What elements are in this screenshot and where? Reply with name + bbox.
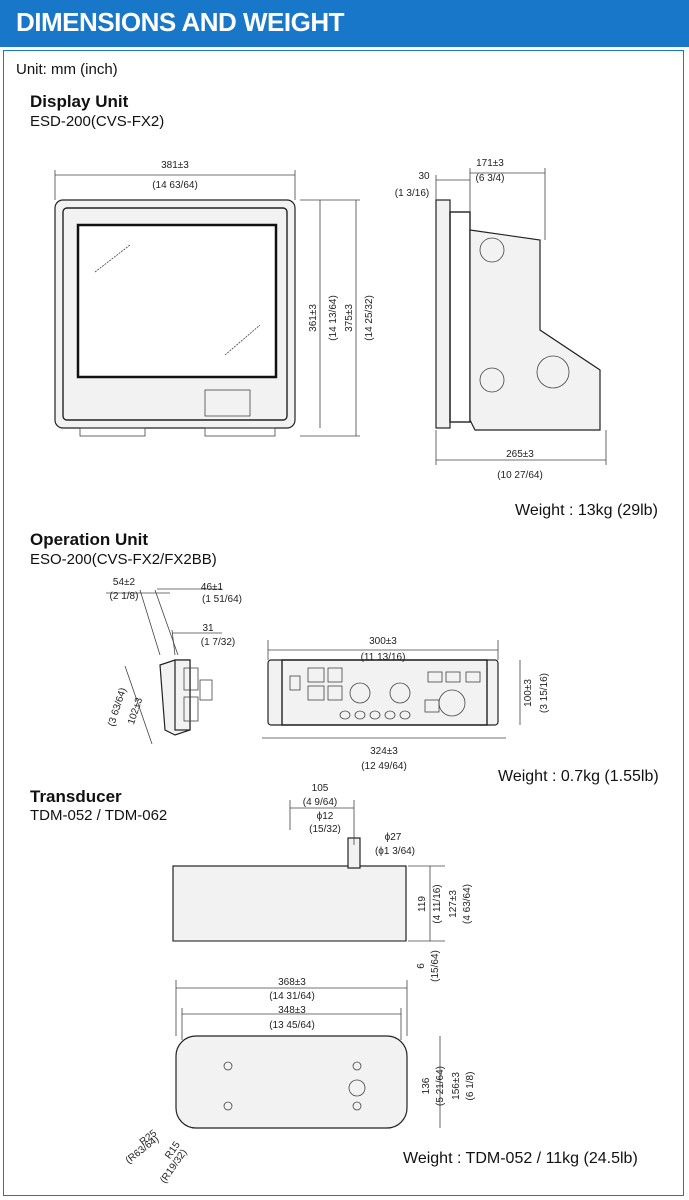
side-top-mm: 30 <box>418 171 430 182</box>
tr-c-in: (ϕ1 3/64) <box>375 846 415 857</box>
operation-unit-heading: Operation Unit <box>30 530 149 549</box>
disp-h2-mm: 375±3 <box>344 304 355 332</box>
side-top-in: (1 3/16) <box>395 188 429 199</box>
display-unit-weight: Weight : 13kg (29lb) <box>515 502 658 519</box>
unit-note: Unit: mm (inch) <box>16 61 118 78</box>
tr-h2-mm: 127±3 <box>448 890 459 918</box>
content-frame <box>3 50 684 1196</box>
tr-h1-mm: 119 <box>417 896 428 912</box>
op-b-in: (1 51/64) <box>202 594 242 605</box>
transducer-side-drawing <box>172 800 445 942</box>
display-unit-heading: Display Unit <box>30 92 129 111</box>
disp-h2-in: (14 25/32) <box>364 295 375 341</box>
side-bottom-mm: 265±3 <box>506 449 534 460</box>
tr-t-in: (15/64) <box>430 950 441 982</box>
op-h-mm: 100±3 <box>523 679 534 707</box>
tr-d1-in: (5 21/64) <box>435 1066 446 1106</box>
tr-w1-in: (14 31/64) <box>269 991 315 1002</box>
side-depth-in: (6 3/4) <box>476 173 505 184</box>
op-w2-in: (12 49/64) <box>361 761 407 772</box>
op-w2-mm: 324±3 <box>370 746 398 757</box>
operation-front-drawing <box>262 640 521 739</box>
disp-h1-in: (14 13/64) <box>328 295 339 341</box>
op-b-mm: 46±1 <box>201 582 224 593</box>
page-title: DIMENSIONS AND WEIGHT <box>16 7 344 37</box>
tr-c-mm: ϕ27 <box>385 832 402 843</box>
transducer-model: TDM-052 / TDM-062 <box>30 807 168 824</box>
tr-b-mm: ϕ12 <box>317 811 334 822</box>
transducer-weight: Weight : TDM-052 / 11kg (24.5lb) <box>403 1150 638 1167</box>
disp-h1-mm: 361±3 <box>308 304 319 332</box>
op-d-mm: 102±3 <box>126 696 145 726</box>
display-side-drawing <box>435 168 607 465</box>
display-front-drawing <box>54 170 360 437</box>
display-unit-model: ESD-200(CVS-FX2) <box>30 113 165 130</box>
operation-unit-weight: Weight : 0.7kg (1.55lb) <box>498 768 659 785</box>
tr-d2-in: (6 1/8) <box>465 1072 476 1101</box>
op-c-in: (1 7/32) <box>201 637 235 648</box>
tr-t-mm: 6 <box>416 963 427 969</box>
disp-width-in: (14 63/64) <box>152 180 198 191</box>
op-a-in: (2 1/8) <box>110 591 139 602</box>
tr-w1-mm: 368±3 <box>278 977 306 988</box>
op-w-in: (11 13/16) <box>361 652 406 663</box>
transducer-heading: Transducer <box>30 787 122 806</box>
op-a-mm: 54±2 <box>113 577 136 588</box>
tr-w2-mm: 348±3 <box>278 1005 306 1016</box>
op-h-in: (3 15/16) <box>539 673 550 713</box>
tr-b-in: (15/32) <box>309 824 341 835</box>
side-bottom-in: (10 27/64) <box>497 470 543 481</box>
disp-width-mm: 381±3 <box>161 160 189 171</box>
tr-w2-in: (13 45/64) <box>269 1020 315 1031</box>
transducer-bottom-drawing <box>175 980 441 1129</box>
tr-a-mm: 105 <box>312 783 329 794</box>
tr-d1-mm: 136 <box>421 1077 432 1094</box>
tr-a-in: (4 9/64) <box>303 797 337 808</box>
operation-side-drawing <box>106 588 222 745</box>
op-c-mm: 31 <box>202 623 214 634</box>
side-depth-mm: 171±3 <box>476 158 504 169</box>
header-banner: DIMENSIONS AND WEIGHT <box>0 0 689 47</box>
tr-d2-mm: 156±3 <box>451 1072 462 1100</box>
tr-h2-in: (4 63/64) <box>462 884 473 924</box>
operation-unit-model: ESO-200(CVS-FX2/FX2BB) <box>30 551 217 568</box>
op-w-mm: 300±3 <box>369 636 397 647</box>
tr-h1-in: (4 11/16) <box>432 884 443 923</box>
